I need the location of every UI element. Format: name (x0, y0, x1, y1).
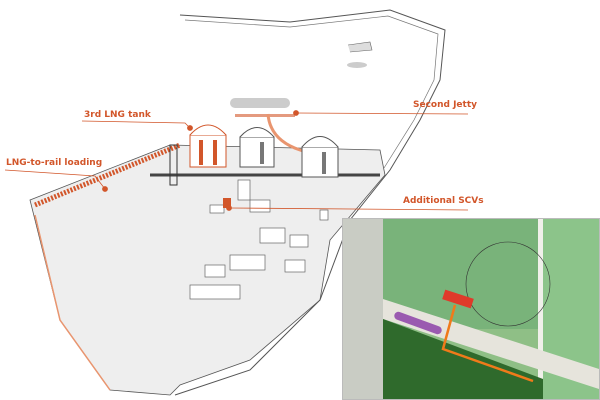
scv-units (223, 198, 231, 208)
site-aerial-map (342, 218, 600, 400)
orange-pipeline (441, 304, 534, 383)
tank-2 (301, 136, 339, 178)
rail-loading (34, 142, 181, 208)
second-jetty (230, 98, 331, 162)
breakwater (174, 9, 446, 396)
buildings (189, 179, 329, 300)
red-platform (442, 289, 474, 309)
callout-lng-to-rail: LNG-to-rail loading (6, 158, 103, 168)
tank-3rd (189, 124, 227, 168)
callout-second-jetty: Second Jetty (413, 100, 478, 110)
callout-3rd-lng-tank: 3rd LNG tank (84, 110, 151, 120)
tank-1 (239, 127, 275, 168)
callout-additional-scvs: Additional SCVs (403, 196, 484, 206)
